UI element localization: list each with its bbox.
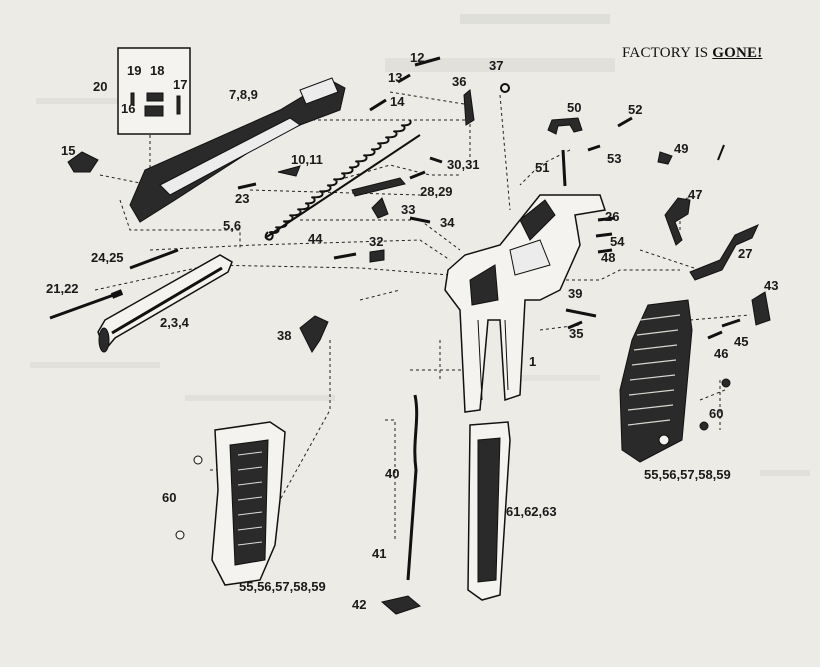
callout: 42 bbox=[352, 597, 366, 612]
callout: 27 bbox=[738, 246, 752, 261]
frame-part bbox=[444, 194, 606, 413]
callout: 44 bbox=[308, 231, 323, 246]
callout: 7,8,9 bbox=[229, 87, 258, 102]
callout: 54 bbox=[610, 234, 625, 249]
callout: 60 bbox=[709, 406, 723, 421]
callout: 43 bbox=[764, 278, 778, 293]
callout: 17 bbox=[173, 77, 187, 92]
callout: 2,3,4 bbox=[160, 315, 190, 330]
callout: 55,56,57,58,59 bbox=[239, 579, 326, 594]
part-15 bbox=[67, 151, 99, 173]
callout: 20 bbox=[93, 79, 107, 94]
callout: 52 bbox=[628, 102, 642, 117]
banner-emphasis: GONE! bbox=[712, 45, 763, 61]
callout: 23 bbox=[235, 191, 249, 206]
callout: 35 bbox=[569, 326, 583, 341]
callout: 40 bbox=[385, 466, 399, 481]
recoil-spring bbox=[264, 119, 412, 241]
callout: 32 bbox=[369, 234, 383, 249]
factory-gone-banner: FACTORY IS GONE! bbox=[622, 45, 762, 62]
callout: 41 bbox=[372, 546, 386, 561]
bleed-through-text bbox=[30, 14, 810, 476]
callout: 33 bbox=[401, 202, 415, 217]
callout: 36 bbox=[452, 74, 466, 89]
callout: 53 bbox=[607, 151, 621, 166]
callout: 55,56,57,58,59 bbox=[644, 467, 731, 482]
callout: 14 bbox=[390, 94, 405, 109]
callout: 24,25 bbox=[91, 250, 124, 265]
callout: 34 bbox=[440, 215, 455, 230]
callout: 51 bbox=[535, 160, 549, 175]
callout: 48 bbox=[601, 250, 615, 265]
callout: 19 bbox=[127, 63, 141, 78]
callout: 10,11 bbox=[291, 152, 323, 167]
callout: 38 bbox=[277, 328, 291, 343]
callout: 46 bbox=[714, 346, 728, 361]
part-callouts: 20 19 18 17 16 7,8,9 12 13 14 36 37 50 5… bbox=[46, 50, 778, 612]
callout: 30,31 bbox=[447, 157, 480, 172]
callout: 16 bbox=[121, 101, 135, 116]
callout: 39 bbox=[568, 286, 582, 301]
callout: 37 bbox=[489, 58, 503, 73]
banner-prefix: FACTORY IS bbox=[622, 45, 713, 61]
callout: 1 bbox=[529, 354, 536, 369]
inset-parts-box bbox=[117, 47, 191, 135]
callout: 21,22 bbox=[46, 281, 79, 296]
callout: 15 bbox=[61, 143, 75, 158]
callout: 28,29 bbox=[420, 184, 453, 199]
callout: 26 bbox=[605, 209, 619, 224]
callout: 50 bbox=[567, 100, 581, 115]
callout: 61,62,63 bbox=[506, 504, 557, 519]
right-grip-panel bbox=[619, 299, 693, 463]
callout: 13 bbox=[388, 70, 402, 85]
callout: 5,6 bbox=[223, 218, 241, 233]
part-drawings bbox=[49, 47, 771, 615]
callout: 60 bbox=[162, 490, 176, 505]
callout: 12 bbox=[410, 50, 424, 65]
callout: 49 bbox=[674, 141, 688, 156]
callout: 45 bbox=[734, 334, 748, 349]
callout: 18 bbox=[150, 63, 164, 78]
callout: 47 bbox=[688, 187, 702, 202]
